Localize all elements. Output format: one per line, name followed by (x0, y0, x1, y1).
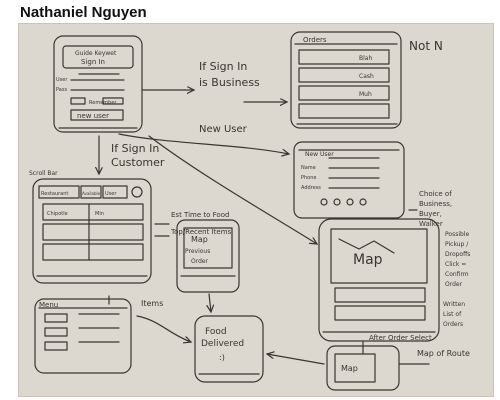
new-user-f2: Phone (301, 175, 317, 181)
wireframe-sketch: Guide Keywet Sign In User Pass Remember … (29, 31, 470, 391)
restaurant-tab1: Restaurant (41, 191, 68, 197)
orders-title: Orders (303, 36, 327, 44)
note-if-signin-business-2: is Business (199, 76, 260, 89)
signin-new-user: new user (77, 112, 109, 120)
note-choice-3: Buyer, (419, 210, 442, 218)
map-big-label: Map (353, 252, 383, 268)
orders-item3: Muh (359, 91, 372, 98)
signin-pass: Pass (56, 87, 67, 93)
map-order-line2: Previous (185, 248, 210, 255)
note-new-user: New User (199, 124, 248, 135)
note-items: Items (141, 299, 163, 308)
note-eta-2: Top/Recent Items (170, 228, 232, 236)
note-possible-6: Order (445, 281, 463, 288)
note-after-order: After Order Select (369, 334, 432, 342)
note-possible-3: Dropoffs (445, 251, 470, 258)
restaurant-row1b: Min (95, 211, 104, 217)
orders-phone-sketch (290, 31, 402, 129)
note-possible-5: Confirm (445, 271, 469, 278)
restaurant-scroll-label: Scroll Bar (29, 170, 58, 177)
food-line2: Delivered (201, 339, 244, 349)
note-choice-2: Business, (419, 200, 452, 208)
map-order-phone-sketch (176, 219, 240, 293)
restaurant-row1a: Chipotle (47, 211, 68, 217)
note-possible-4: Click = (445, 261, 466, 268)
note-choice-4: Walker (419, 220, 443, 228)
sketch-photo: Guide Keywet Sign In User Pass Remember … (18, 23, 494, 397)
note-written-1: Written (443, 301, 465, 308)
map-big-phone-sketch (318, 218, 440, 342)
signin-phone-sketch (53, 35, 143, 133)
note-if-signin-customer-2: Customer (111, 156, 165, 169)
note-choice-1: Choice of (419, 190, 452, 198)
new-user-phone-sketch (293, 141, 405, 219)
new-user-f3: Address (301, 185, 321, 191)
restaurant-tab3: User (105, 191, 117, 197)
note-possible-2: Pickup / (445, 241, 469, 248)
note-written-3: Orders (443, 321, 463, 328)
restaurant-tab2: Available (82, 191, 101, 196)
map-small-label: Map (341, 364, 358, 373)
signin-user: User (56, 77, 68, 83)
restaurant-phone-sketch (32, 178, 152, 284)
note-if-signin-customer-1: If Sign In (111, 142, 159, 155)
map-order-line3: Order (191, 258, 209, 265)
orders-note: Not N (409, 39, 443, 53)
note-map-of-route: Map of Route (417, 349, 470, 358)
orders-item1: Blah (359, 55, 372, 62)
note-eta-1: Est Time to Food (171, 211, 229, 219)
signin-remember: Remember (89, 100, 117, 106)
orders-item2: Cash (359, 73, 374, 80)
food-line1: Food (205, 327, 227, 337)
signin-line1: Guide Keywet (75, 50, 117, 57)
page-title: Nathaniel Nguyen (20, 4, 147, 21)
menu-title: Menu (39, 301, 58, 309)
food-delivered-phone-sketch (194, 315, 264, 383)
map-order-line1: Map (191, 235, 208, 244)
menu-phone-sketch (34, 298, 132, 374)
food-line3: :) (219, 353, 225, 362)
note-possible-1: Possible (445, 231, 469, 238)
note-if-signin-business-1: If Sign In (199, 60, 247, 73)
signin-line2: Sign In (81, 58, 105, 66)
flow-arrows (99, 90, 430, 365)
new-user-title: New User (305, 151, 334, 158)
note-written-2: List of (443, 311, 462, 318)
new-user-f1: Name (301, 165, 316, 171)
